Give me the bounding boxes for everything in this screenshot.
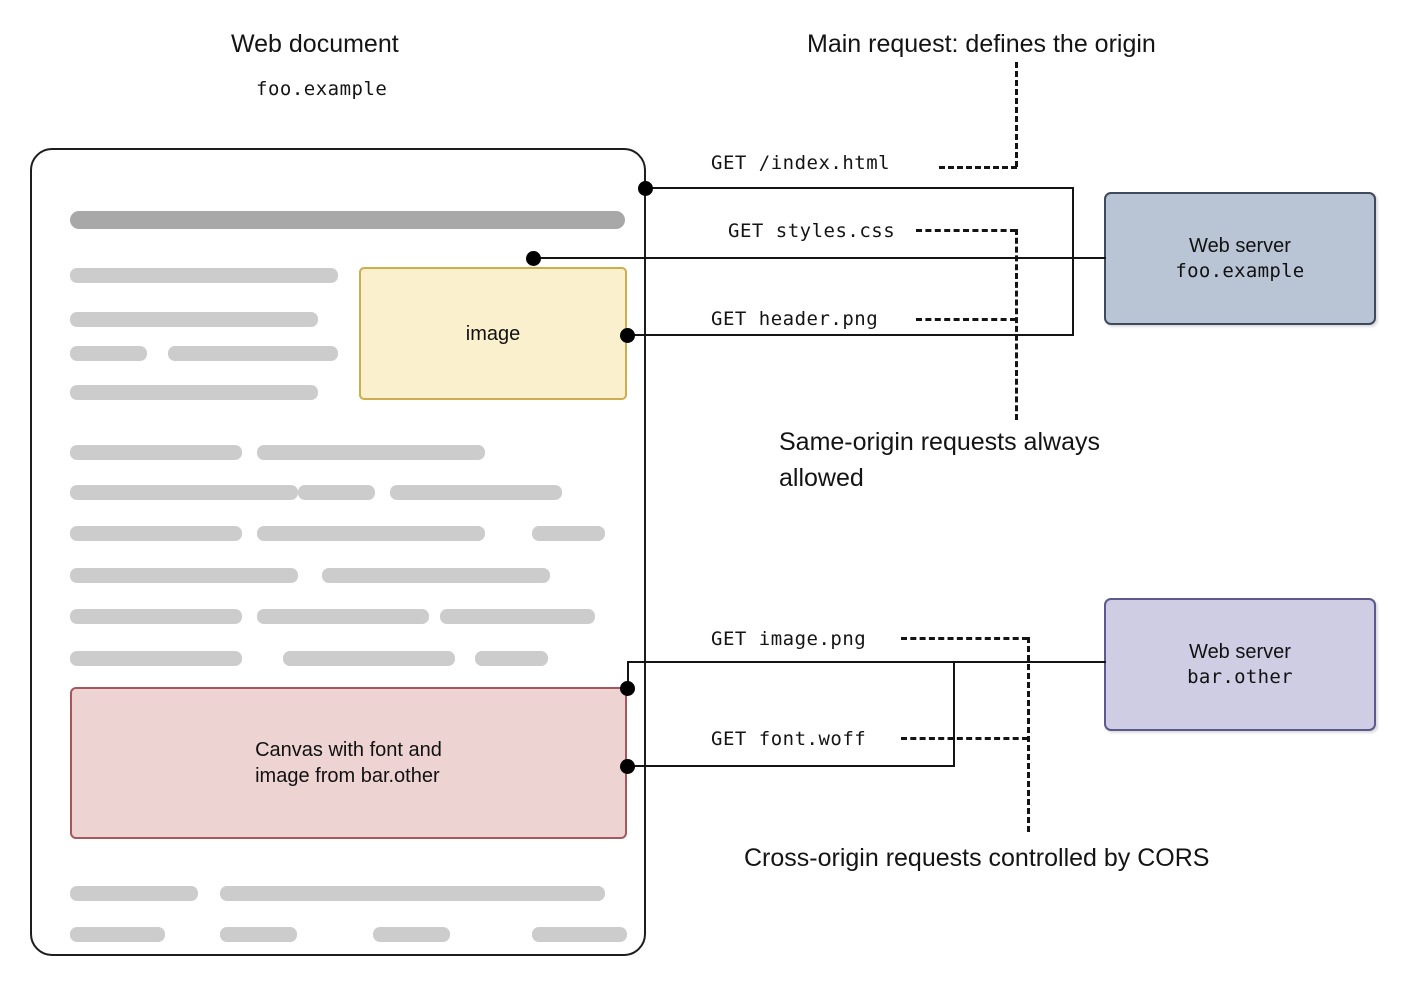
skeleton-text-bar — [373, 927, 450, 942]
leader-same-origin-vertical — [1015, 229, 1018, 420]
connector-index-html-horizontal — [645, 187, 1074, 189]
leader-main-request-vertical — [1015, 62, 1018, 167]
leader-styles-css-horizontal — [916, 229, 1016, 232]
leader-cross-origin-vertical — [1027, 637, 1030, 832]
skeleton-text-bar — [257, 609, 429, 624]
web-document-origin-label: foo.example — [256, 78, 388, 100]
server-bar-title: Web server — [1189, 640, 1291, 663]
skeleton-text-bar — [283, 651, 455, 666]
canvas-placeholder-box: Canvas with font and image from bar.othe… — [70, 687, 627, 839]
skeleton-text-bar — [220, 886, 605, 901]
connector-image-png-stub-vertical — [627, 662, 629, 691]
skeleton-text-bar — [70, 485, 298, 500]
cross-origin-note: Cross-origin requests controlled by CORS — [744, 844, 1210, 872]
server-foo-title: Web server — [1189, 234, 1291, 257]
server-box-foo-example: Web server foo.example — [1104, 192, 1376, 325]
anchor-dot-header-png — [620, 328, 635, 343]
leader-header-png-horizontal — [916, 318, 1016, 321]
anchor-dot-styles-css — [526, 251, 541, 266]
skeleton-text-bar — [475, 651, 548, 666]
skeleton-text-bar — [70, 268, 338, 283]
skeleton-text-bar — [257, 526, 485, 541]
server-foo-host: foo.example — [1175, 259, 1305, 282]
skeleton-text-bar — [70, 651, 242, 666]
connector-bus-bar-vertical — [953, 661, 955, 767]
leader-main-request-horizontal — [939, 166, 1017, 169]
same-origin-note-line1: Same-origin requests always — [779, 428, 1100, 456]
skeleton-text-bar — [298, 485, 375, 500]
canvas-box-label-line1: Canvas with font and — [255, 739, 442, 761]
server-box-bar-other: Web server bar.other — [1104, 598, 1376, 731]
request-label-index-html: GET /index.html — [711, 152, 891, 174]
skeleton-text-bar — [168, 346, 338, 361]
skeleton-text-bar — [70, 526, 242, 541]
connector-header-png-horizontal — [627, 334, 1074, 336]
anchor-dot-image-png — [620, 681, 635, 696]
image-box-label: image — [465, 322, 521, 345]
leader-image-png-horizontal — [901, 637, 1028, 640]
skeleton-text-bar — [70, 568, 298, 583]
skeleton-text-bar — [70, 346, 147, 361]
connector-styles-css-horizontal — [533, 257, 1106, 259]
anchor-dot-font-woff — [620, 759, 635, 774]
skeleton-text-bar — [322, 568, 550, 583]
skeleton-header-bar — [70, 211, 625, 229]
leader-font-woff-horizontal — [901, 737, 1028, 740]
skeleton-text-bar — [440, 609, 595, 624]
skeleton-text-bar — [532, 927, 627, 942]
skeleton-text-bar — [70, 312, 318, 327]
document-skeleton-content — [30, 148, 646, 956]
request-label-header-png: GET header.png — [711, 308, 879, 330]
skeleton-text-bar — [220, 927, 297, 942]
skeleton-text-bar — [70, 445, 242, 460]
connector-font-woff-horizontal — [627, 765, 955, 767]
web-document-heading: Web document — [231, 30, 399, 58]
connector-bus-foo-vertical — [1072, 187, 1074, 336]
skeleton-text-bar — [70, 609, 242, 624]
image-placeholder-box: image — [359, 267, 627, 400]
skeleton-text-bar — [532, 526, 605, 541]
main-request-note: Main request: defines the origin — [807, 30, 1156, 58]
skeleton-text-bar — [257, 445, 485, 460]
skeleton-text-bar — [390, 485, 562, 500]
request-label-image-png: GET image.png — [711, 628, 867, 650]
skeleton-text-bar — [70, 385, 318, 400]
same-origin-note-line2: allowed — [779, 464, 864, 492]
skeleton-text-bar — [70, 927, 165, 942]
canvas-box-label-line2: image from bar.other — [255, 765, 440, 787]
request-label-styles-css: GET styles.css — [728, 220, 896, 242]
skeleton-text-bar — [70, 886, 198, 901]
request-label-font-woff: GET font.woff — [711, 728, 867, 750]
server-bar-host: bar.other — [1187, 665, 1293, 688]
connector-image-png-horizontal — [627, 661, 1106, 663]
anchor-dot-index-html — [638, 181, 653, 196]
